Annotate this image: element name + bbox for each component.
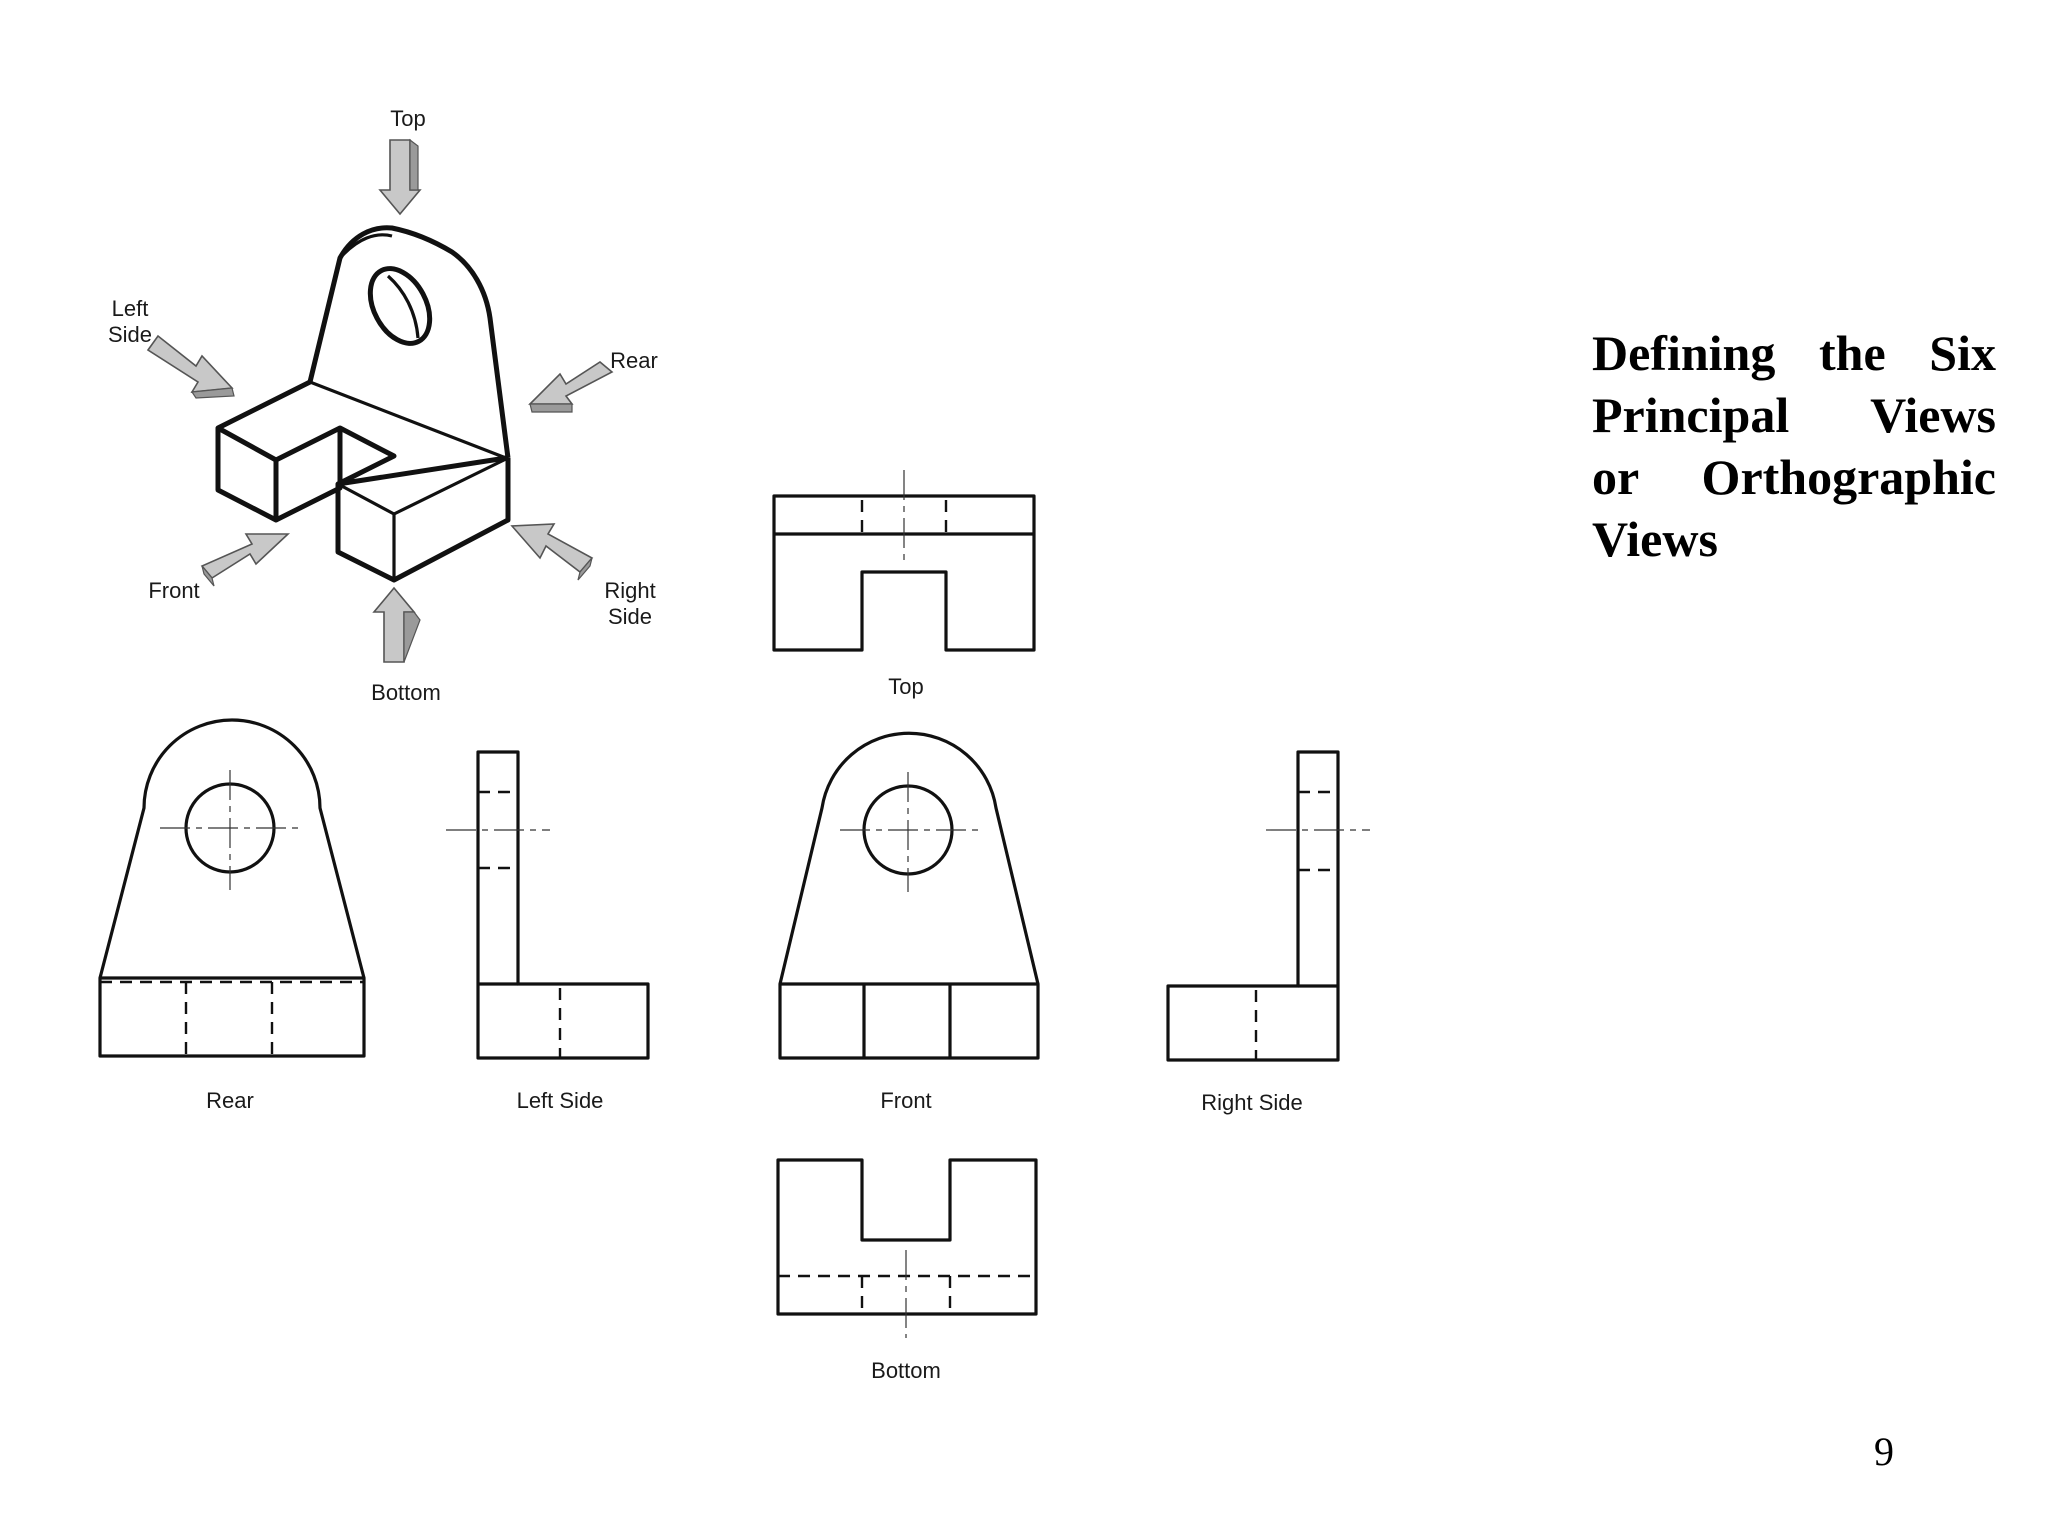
right-side-arrow-icon	[510, 523, 594, 581]
isometric-label-left-side-line1: Left	[111, 296, 149, 321]
isometric-hole	[367, 266, 433, 346]
title-line-3: or Orthographic	[1592, 449, 1996, 505]
rear-view	[98, 718, 366, 1058]
isometric-label-rear: Rear	[610, 348, 658, 373]
view-label-right-side: Right Side	[1201, 1090, 1303, 1115]
isometric-label-front: Front	[148, 578, 200, 603]
isometric-label-top: Top	[390, 106, 426, 131]
bottom-view	[776, 1158, 1038, 1338]
title-line-4: Views	[1592, 511, 1718, 567]
view-label-left-side: Left Side	[516, 1088, 604, 1113]
view-label-top: Top	[888, 674, 924, 699]
left-side-view	[446, 750, 650, 1060]
rear-arrow-icon	[528, 361, 614, 413]
isometric-label-bottom: Bottom	[371, 680, 441, 705]
front-view	[778, 731, 1040, 1060]
bottom-arrow-icon	[372, 586, 421, 663]
right-side-view	[1166, 750, 1370, 1062]
view-label-rear: Rear	[206, 1088, 254, 1113]
isometric-view	[146, 138, 614, 663]
slide-title: Defining the Six Principal Views or Orth…	[1592, 322, 1996, 570]
title-line-2: Principal Views	[1592, 387, 1996, 443]
isometric-label-right-side-line2: Side	[607, 604, 653, 629]
view-label-front: Front	[880, 1088, 932, 1113]
isometric-label-right-side-line1: Right	[604, 578, 656, 603]
front-arrow-icon	[200, 533, 291, 587]
view-label-bottom: Bottom	[871, 1358, 941, 1383]
isometric-label-left-side-line2: Side	[107, 322, 153, 347]
title-line-1: Defining the Six	[1592, 325, 1996, 381]
left-side-arrow-icon	[146, 334, 235, 399]
page-number: 9	[1874, 1429, 1894, 1474]
top-view	[772, 470, 1036, 652]
top-arrow-icon	[378, 138, 422, 216]
